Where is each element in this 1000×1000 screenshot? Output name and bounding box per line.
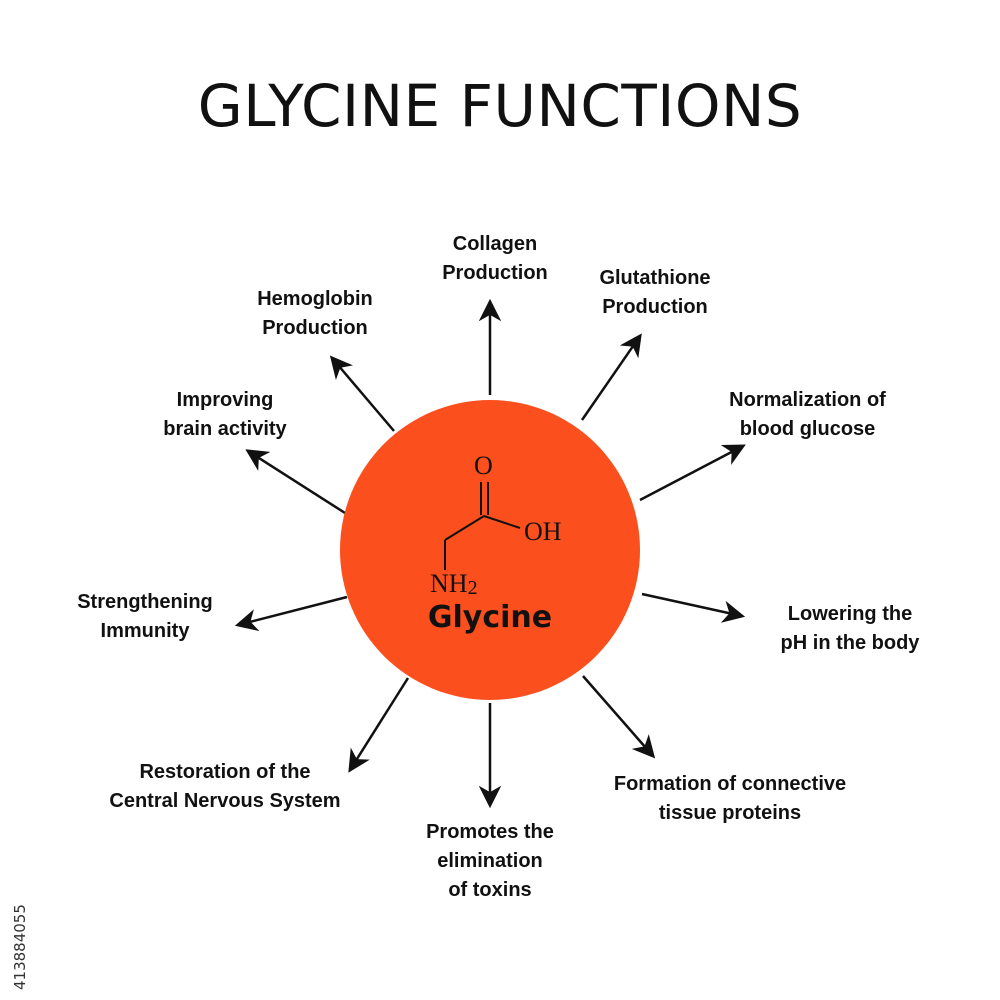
function-label: Lowering the pH in the body	[750, 600, 950, 658]
function-label: Formation of connective tissue proteins	[575, 770, 885, 828]
function-label-line: Central Nervous System	[109, 790, 341, 812]
glycine-structure-formula	[444, 482, 521, 570]
function-arrow	[582, 675, 656, 759]
function-label-line: Improving	[176, 389, 274, 411]
function-label-line: Restoration of the	[139, 761, 311, 783]
center-name: Glycine	[427, 600, 553, 635]
function-label-line: Production	[602, 296, 708, 318]
function-arrow	[641, 592, 746, 623]
arrows-group	[234, 298, 746, 809]
function-label-line: Lowering the	[787, 603, 913, 625]
function-arrow	[580, 333, 642, 421]
function-arrow	[234, 595, 348, 632]
glycine-circle	[340, 400, 640, 700]
function-label-line: Production	[442, 262, 548, 284]
function-arrow	[639, 444, 746, 502]
function-label: Normalization of blood glucose	[700, 386, 915, 444]
function-label-line: Glutathione	[599, 267, 711, 289]
stock-id-text: 413884055	[11, 904, 29, 990]
function-label-line: elimination	[437, 850, 543, 872]
formula-amino-n: NH	[430, 569, 468, 598]
function-label-line: Normalization of	[729, 389, 886, 411]
function-arrow	[329, 355, 395, 432]
formula-amino: NH2	[430, 569, 478, 599]
function-label-line: Formation of connective	[613, 773, 847, 795]
function-label-line: Strengthening	[77, 591, 213, 613]
page-title: GLYCINE FUNCTIONS	[197, 72, 803, 140]
function-label-line: Immunity	[100, 620, 190, 642]
function-label-line: Promotes the	[426, 821, 554, 843]
function-label-line: Hemoglobin	[257, 288, 373, 310]
function-label-line: Collagen	[452, 233, 538, 255]
stock-id-vertical: 413884055	[11, 904, 29, 990]
function-label-line: tissue proteins	[658, 802, 802, 824]
function-arrow	[348, 677, 410, 773]
formula-hydroxyl: OH	[524, 517, 562, 546]
formula-amino-sub: 2	[468, 577, 478, 599]
function-label-line: Production	[262, 317, 368, 339]
function-label-line: blood glucose	[739, 418, 876, 440]
function-label-line: pH in the body	[780, 632, 920, 654]
function-label-line: brain activity	[163, 418, 287, 440]
function-label: Improving brain activity	[130, 386, 320, 444]
function-label-line: of toxins	[448, 879, 532, 901]
function-label: Promotes the elimination of toxins	[400, 818, 580, 905]
function-arrow	[245, 449, 346, 515]
formula-oxygen: O	[474, 451, 493, 480]
